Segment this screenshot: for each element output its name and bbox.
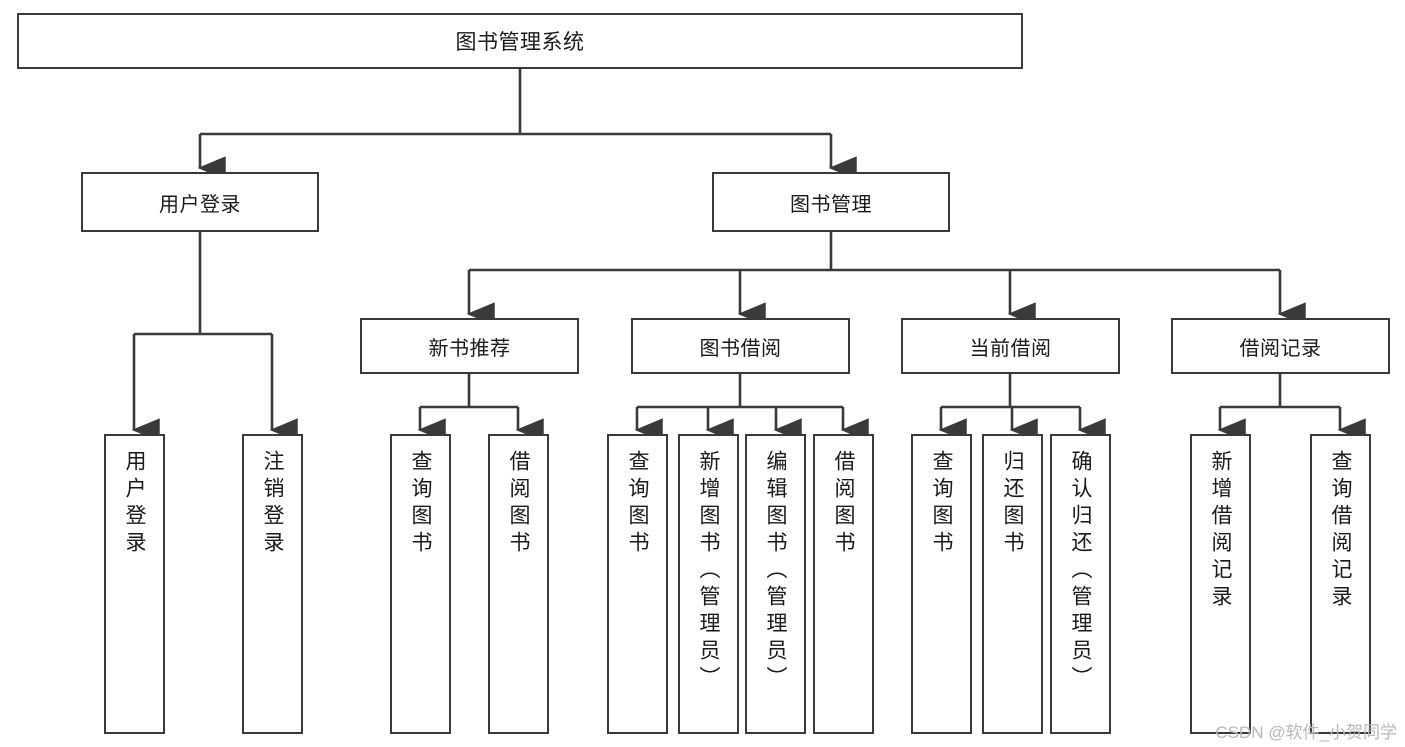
node-query-book-current[interactable]: 查询图书 — [911, 434, 972, 734]
node-borrow-book-borrow[interactable]: 借阅图书 — [813, 434, 874, 734]
node-book-manage[interactable]: 图书管理 — [712, 172, 950, 232]
node-query-book-recommend-label: 查询图书 — [409, 450, 432, 558]
node-query-book-current-label: 查询图书 — [930, 450, 953, 558]
node-query-borrow-record[interactable]: 查询借阅记录 — [1310, 434, 1371, 734]
node-query-book-recommend[interactable]: 查询图书 — [390, 434, 451, 734]
node-return-book[interactable]: 归还图书 — [982, 434, 1043, 734]
node-add-borrow-record[interactable]: 新增借阅记录 — [1190, 434, 1251, 734]
node-book-manage-label: 图书管理 — [790, 193, 872, 216]
node-borrow-book-recommend[interactable]: 借阅图书 — [488, 434, 549, 734]
node-query-borrow-record-label: 查询借阅记录 — [1329, 450, 1352, 612]
node-new-book-recommend[interactable]: 新书推荐 — [360, 318, 579, 374]
node-borrow-record-label: 借阅记录 — [1239, 337, 1322, 360]
node-user-login[interactable]: 用户登录 — [81, 172, 319, 232]
node-root[interactable]: 图书管理系统 — [17, 13, 1023, 69]
node-new-book-recommend-label: 新书推荐 — [428, 337, 511, 360]
node-return-book-label: 归还图书 — [1001, 450, 1024, 558]
node-user-login-action-label: 用户登录 — [123, 450, 146, 558]
node-edit-book-admin[interactable]: 编辑图书（管理员） — [745, 434, 806, 734]
node-borrow-record[interactable]: 借阅记录 — [1171, 318, 1390, 374]
node-user-login-action[interactable]: 用户登录 — [104, 434, 165, 734]
node-confirm-return-admin[interactable]: 确认归还（管理员） — [1050, 434, 1111, 734]
node-borrow-book-borrow-label: 借阅图书 — [832, 450, 855, 558]
node-user-logout-action-label: 注销登录 — [261, 450, 284, 558]
node-user-login-label: 用户登录 — [159, 193, 241, 216]
node-add-book-admin-label: 新增图书（管理员） — [697, 450, 720, 693]
node-root-label: 图书管理系统 — [455, 31, 585, 54]
node-add-borrow-record-label: 新增借阅记录 — [1209, 450, 1232, 612]
node-confirm-return-admin-label: 确认归还（管理员） — [1069, 450, 1092, 693]
node-book-borrow-label: 图书借阅 — [699, 337, 782, 360]
node-query-book-borrow-label: 查询图书 — [626, 450, 649, 558]
node-user-logout-action[interactable]: 注销登录 — [242, 434, 303, 734]
node-add-book-admin[interactable]: 新增图书（管理员） — [678, 434, 739, 734]
node-current-borrow[interactable]: 当前借阅 — [901, 318, 1120, 374]
csdn-watermark: CSDN @软件_小贺同学 — [1215, 723, 1397, 742]
node-book-borrow[interactable]: 图书借阅 — [631, 318, 850, 374]
node-query-book-borrow[interactable]: 查询图书 — [607, 434, 668, 734]
node-current-borrow-label: 当前借阅 — [969, 337, 1052, 360]
node-edit-book-admin-label: 编辑图书（管理员） — [764, 450, 787, 693]
node-borrow-book-recommend-label: 借阅图书 — [507, 450, 530, 558]
